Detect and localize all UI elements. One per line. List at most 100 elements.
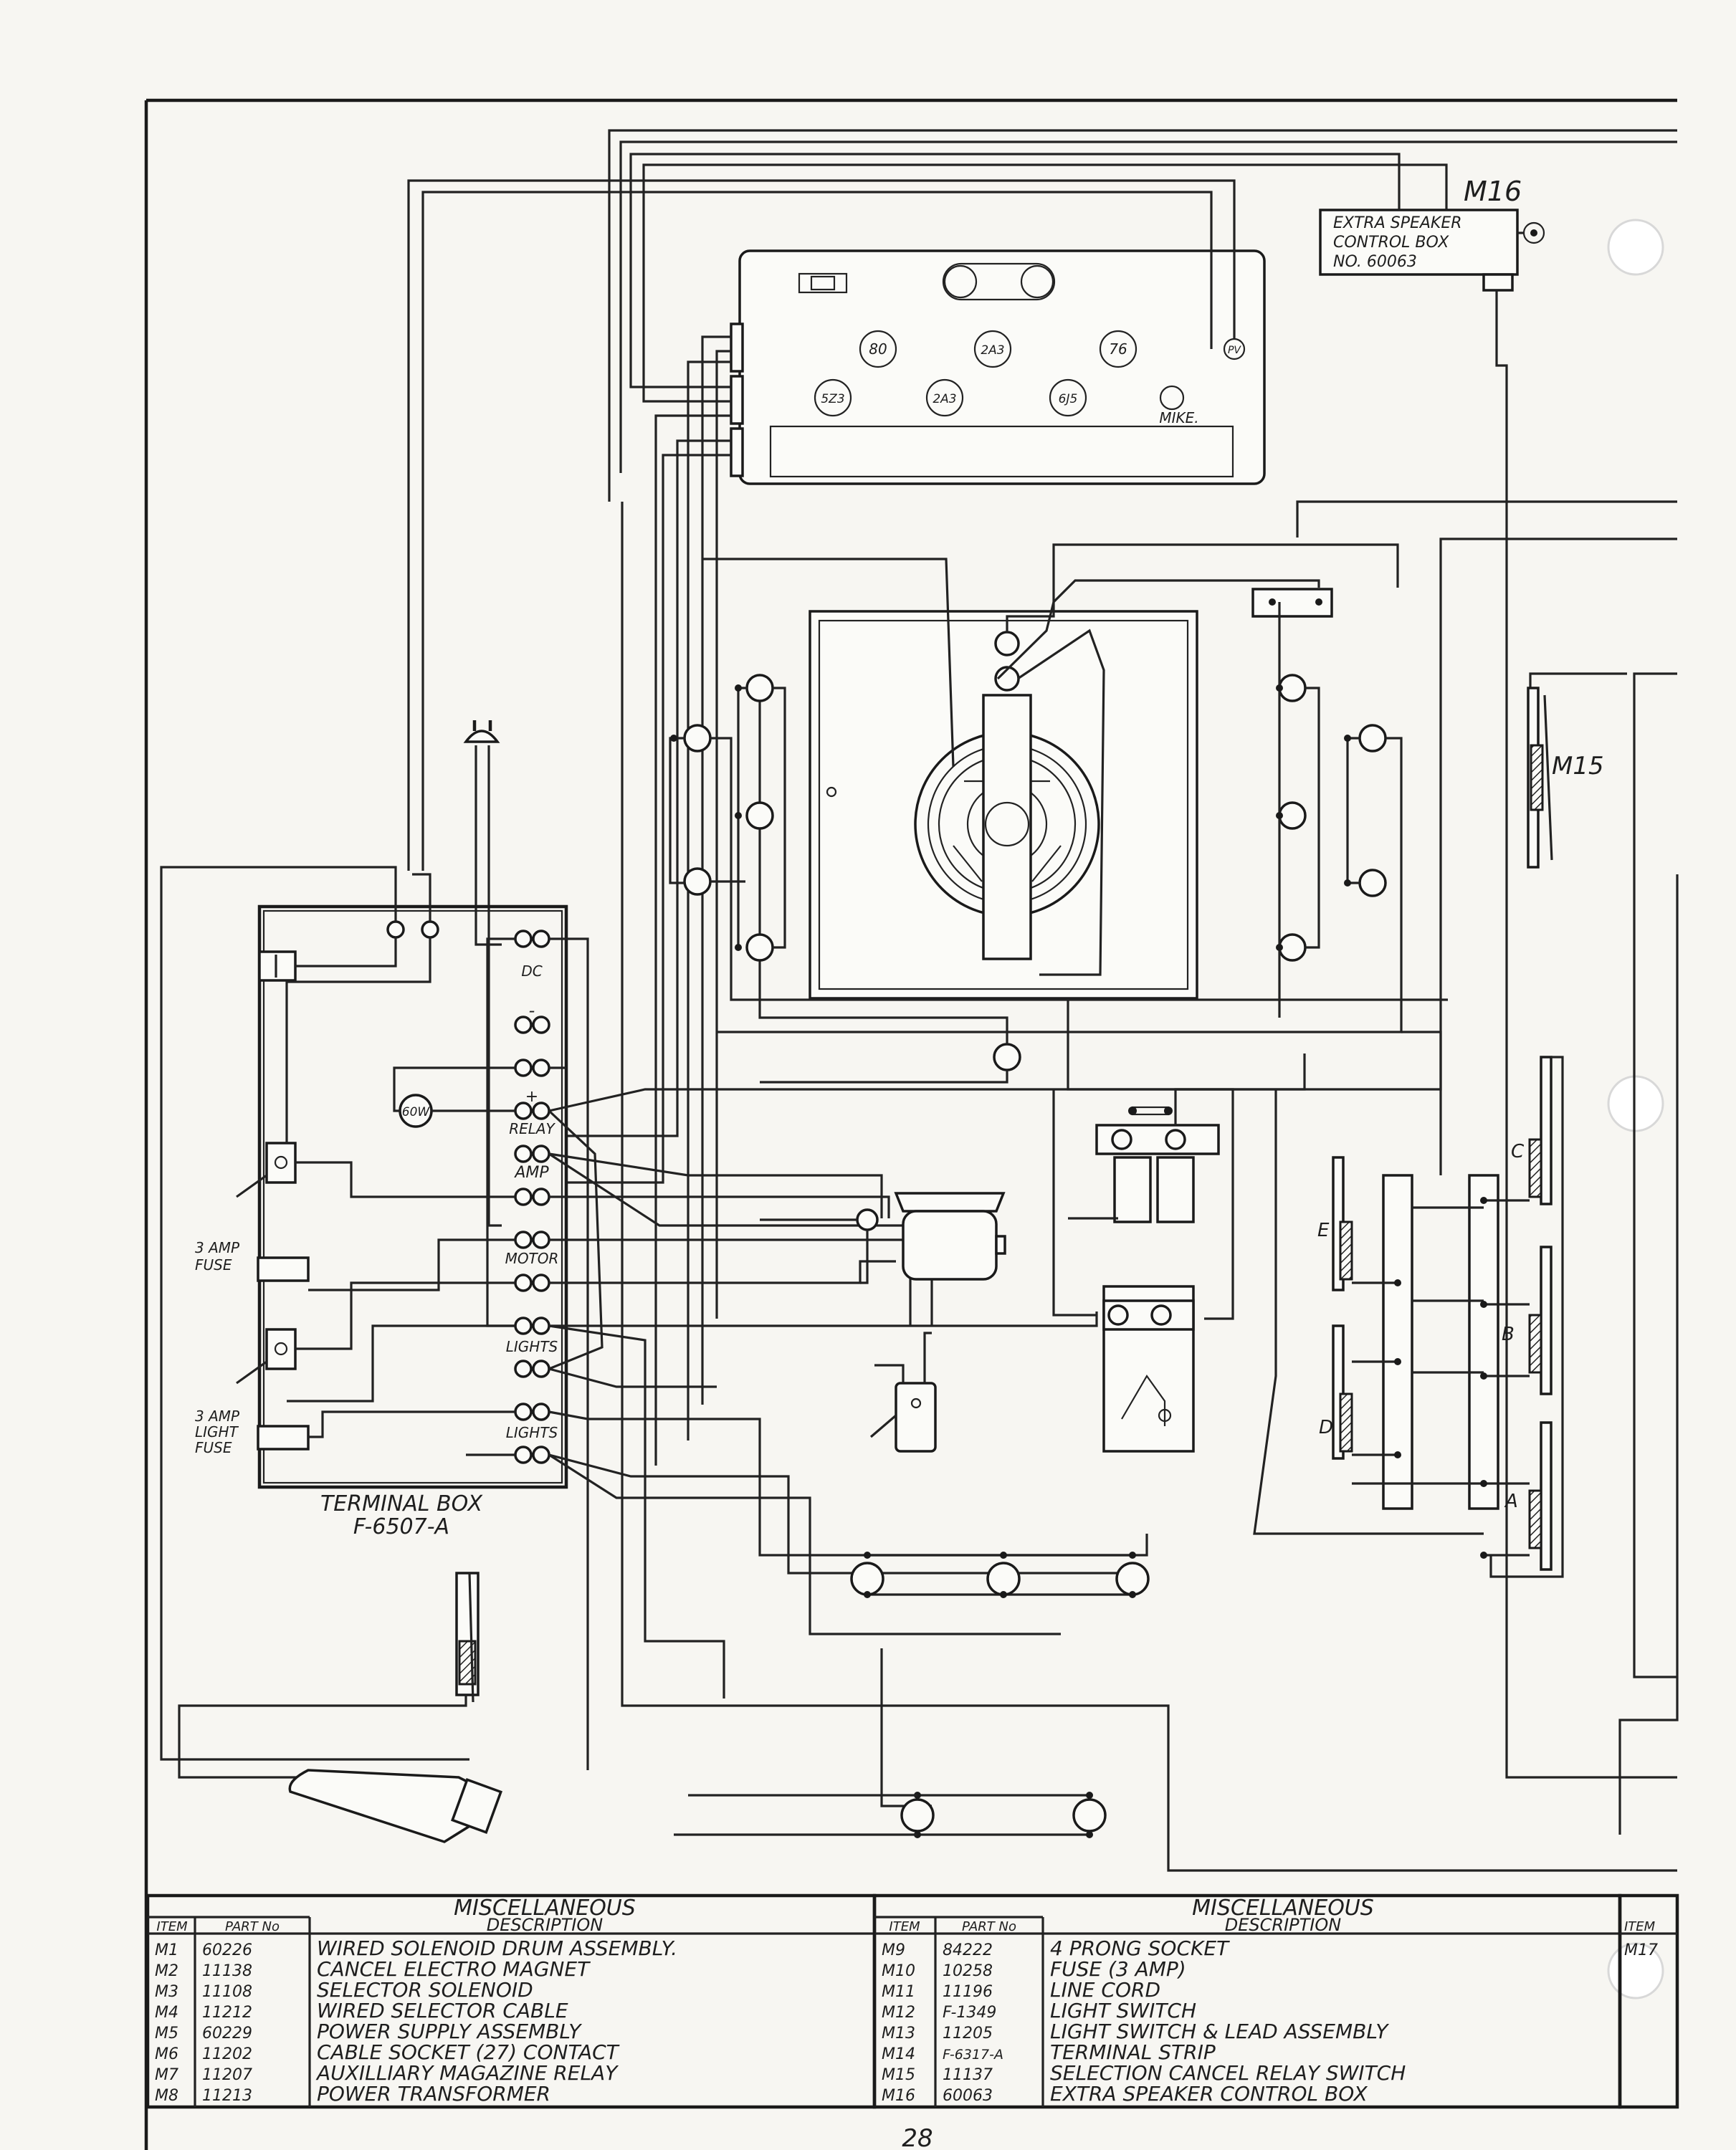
tube-2a3-bottom: 2A3 — [933, 392, 956, 406]
table-row: M17 — [1624, 1941, 1658, 1959]
table-row: M3 — [155, 1983, 178, 2001]
table-row: 4 PRONG SOCKET — [1050, 1936, 1230, 1960]
table-row: M7 — [155, 2066, 178, 2084]
fuse-light-line-2: LIGHT — [195, 1423, 239, 1440]
fuse-block — [1095, 1088, 1234, 1320]
terminal-motor: MOTOR — [505, 1250, 559, 1267]
turntable-assembly — [702, 543, 1399, 1084]
motor-assembly — [760, 1192, 1006, 1284]
tube-80: 80 — [869, 340, 887, 358]
line-cord-plug — [463, 720, 502, 1227]
table-row: M12 — [882, 2004, 915, 2022]
fuse-light-line-3: FUSE — [195, 1439, 232, 1456]
table-left-item-header: ITEM — [156, 1919, 188, 1934]
table-row: M8 — [155, 2087, 178, 2105]
terminal-lights-2: LIGHTS — [506, 1424, 558, 1441]
table-row: F-6317-A — [943, 2047, 1003, 2063]
table-row: M14 — [882, 2045, 915, 2063]
left-light-sockets — [669, 674, 1448, 1001]
fuse-labels: 3 AMP FUSE 3 AMP LIGHT FUSE — [195, 1239, 240, 1456]
table-row: 11202 — [202, 2045, 252, 2063]
top-wiring — [407, 129, 1679, 1872]
m16-label: M16 — [1464, 176, 1522, 207]
table-row: 11138 — [202, 1962, 252, 1980]
table-row: 10258 — [943, 1962, 993, 1980]
table-row: M5 — [155, 2025, 178, 2042]
page-border — [144, 98, 1677, 2150]
table-row: M9 — [882, 1941, 905, 1959]
table-row: 11205 — [943, 2025, 993, 2042]
table-row: LINE CORD — [1050, 1978, 1160, 2002]
table-right-part-header: PART No — [962, 1919, 1016, 1934]
m15-relay: M15 — [1527, 687, 1604, 869]
table-row: 11212 — [202, 2004, 252, 2022]
table-row: M2 — [155, 1962, 178, 1980]
m15-label: M15 — [1552, 752, 1604, 780]
table-row: 60229 — [202, 2025, 252, 2042]
tube-76: 76 — [1109, 340, 1127, 358]
terminal-lights-1: LIGHTS — [506, 1338, 558, 1355]
table-row: CABLE SOCKET (27) CONTACT — [317, 2040, 620, 2064]
table-row: 84222 — [943, 1941, 993, 1959]
fuse-light-line-1: 3 AMP — [195, 1408, 240, 1425]
terminal-box-title: TERMINAL BOX — [320, 1491, 483, 1516]
fuse-amp-line-1: 3 AMP — [195, 1239, 240, 1256]
parts-table-partial: ITEM M17 — [1618, 1893, 1679, 2109]
extra-speaker-control-box: EXTRA SPEAKER CONTROL BOX NO. 60063 M16 — [1319, 176, 1545, 292]
table-right-desc-header: DESCRIPTION — [1225, 1915, 1341, 1935]
table-row: F-1349 — [943, 2004, 996, 2022]
speaker-box-line-2: CONTROL BOX — [1333, 234, 1449, 252]
magazine-b: B — [1502, 1324, 1515, 1345]
table-row: LIGHT SWITCH — [1050, 1999, 1196, 2022]
magazine-c: C — [1511, 1141, 1525, 1162]
table-row: LIGHT SWITCH & LEAD ASSEMBLY — [1050, 2020, 1389, 2043]
table-row: 11137 — [943, 2066, 993, 2084]
table-row: 11108 — [202, 1983, 252, 2001]
page-number: 28 — [902, 2124, 933, 2150]
parts-table-left: MISCELLANEOUS ITEM PART No DESCRIPTION M… — [146, 1893, 877, 2109]
table-right-rows: M9 84222 4 PRONG SOCKET M10 10258 FUSE (… — [882, 1936, 1406, 2106]
tube-6j5: 6J5 — [1059, 392, 1078, 406]
terminal-dc: DC — [521, 962, 542, 980]
table-row: M10 — [882, 1962, 915, 1980]
table-row: TERMINAL STRIP — [1050, 2040, 1216, 2064]
speaker-box-line-1: EXTRA SPEAKER — [1333, 214, 1462, 232]
magazine-e: E — [1317, 1220, 1330, 1241]
table-row: M4 — [155, 2004, 178, 2022]
table-left-rows: M1 60226 WIRED SOLENOID DRUM ASSEMBLY. M… — [155, 1936, 677, 2106]
light-switch — [869, 1332, 937, 1453]
tone-arm — [288, 1769, 502, 1843]
table-row: SELECTOR SOLENOID — [317, 1978, 533, 2002]
magazine-switches: C E B D A — [1068, 1031, 1564, 1578]
terminal-screws — [386, 920, 550, 1464]
table-right-item-header: ITEM — [889, 1919, 920, 1934]
punch-holes — [1607, 219, 1664, 2000]
table-row: EXTRA SPEAKER CONTROL BOX — [1050, 2082, 1368, 2106]
table-row: M6 — [155, 2045, 178, 2063]
table-row: POWER TRANSFORMER — [317, 2082, 550, 2106]
table-partial-header: ITEM — [1624, 1919, 1656, 1934]
table-row: 11196 — [943, 1983, 993, 2001]
magazine-d: D — [1319, 1417, 1333, 1438]
fuse-amp-line-2: FUSE — [195, 1256, 232, 1274]
terminal-box-caption: TERMINAL BOX F-6507-A — [320, 1491, 483, 1539]
bottom-light-sockets — [674, 1552, 1150, 1838]
table-row: M11 — [882, 1983, 915, 2001]
socket-dots — [670, 598, 1351, 951]
table-left-title: MISCELLANEOUS — [454, 1896, 636, 1921]
terminal-minus: - — [529, 1000, 535, 1021]
mike-label: MIKE. — [1159, 409, 1198, 426]
tube-sockets: 80 2A3 76 5Z3 2A3 6J5 PV MIKE. — [814, 330, 1246, 426]
table-row: 60226 — [202, 1941, 252, 1959]
table-row: WIRED SOLENOID DRUM ASSEMBLY. — [317, 1936, 677, 1960]
terminal-wiring — [160, 866, 1306, 1807]
table-row: CANCEL ELECTRO MAGNET — [317, 1957, 591, 1981]
tube-2a3-top: 2A3 — [981, 343, 1004, 358]
terminal-relay: RELAY — [509, 1120, 555, 1137]
auxiliary-relay — [1052, 1089, 1195, 1453]
table-row: M15 — [882, 2066, 915, 2084]
table-row: M16 — [882, 2087, 915, 2105]
amplifier-chassis — [730, 249, 1266, 485]
table-row: 11213 — [202, 2087, 252, 2105]
